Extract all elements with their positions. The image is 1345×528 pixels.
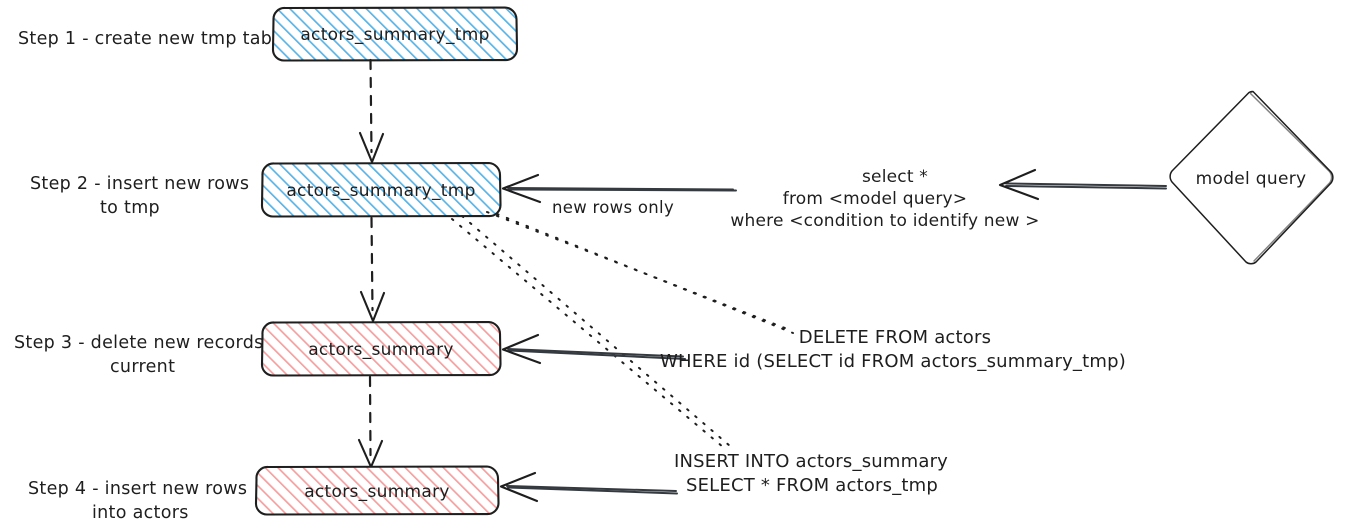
node-tmp-2-outline	[260, 161, 502, 218]
select-query-line-2: from <model query>	[783, 189, 967, 209]
node-model-query[interactable]: model query	[1169, 90, 1334, 265]
step-4-label-line-2: into actors	[92, 503, 189, 523]
step-2-group: Step 2 - insert new rows to tmp actors_s…	[30, 90, 1334, 448]
node-model-query-label: model query	[1196, 169, 1307, 189]
node-tmp-1-label: actors_summary_tmp	[300, 25, 489, 45]
arrow-new-rows-only	[501, 173, 737, 204]
step-1-label: Step 1 - create new tmp table	[18, 29, 288, 49]
node-tmp-2-label: actors_summary_tmp	[286, 181, 475, 201]
step-3-label-line-2: current	[110, 357, 175, 377]
step-1-group: Step 1 - create new tmp table actors_sum…	[18, 6, 519, 164]
select-query-annotation: select * from <model query> where <condi…	[730, 167, 1039, 231]
arrow-step3-to-step4	[357, 375, 384, 469]
select-query-line-3: where <condition to identify new >	[730, 211, 1039, 231]
node-tmp-1-outline	[271, 6, 519, 62]
insert-query-line-2: SELECT * FROM actors_tmp	[686, 475, 938, 496]
arrow-model-query-to-select	[998, 168, 1167, 201]
delete-query-annotation: DELETE FROM actors WHERE id (SELECT id F…	[660, 327, 1126, 372]
step-2-label-line-2: to tmp	[100, 198, 160, 218]
dotted-link-to-delete-query	[486, 211, 794, 334]
step-4-label-line-1: Step 4 - insert new rows	[28, 479, 247, 499]
node-model-query-outline	[1169, 90, 1334, 265]
node-summary-1-label: actors_summary	[308, 340, 454, 360]
node-tmp-1-fill	[273, 8, 517, 60]
node-summary-2[interactable]: actors_summary	[254, 465, 500, 516]
arrow-insert-to-summary	[499, 471, 678, 503]
edge-label-new-rows-only: new rows only	[552, 198, 674, 217]
arrow-step1-to-step2	[358, 58, 385, 164]
node-tmp-2[interactable]: actors_summary_tmp	[260, 161, 502, 218]
node-summary-2-fill	[256, 467, 498, 515]
delete-query-line-1: DELETE FROM actors	[799, 327, 991, 348]
select-query-line-1: select *	[862, 167, 928, 187]
node-summary-2-label: actors_summary	[304, 482, 450, 502]
step-3-label-line-1: Step 3 - delete new records in	[14, 333, 286, 353]
arrow-step2-to-step3	[359, 216, 386, 323]
node-summary-1-outline	[260, 320, 502, 377]
insert-query-annotation: INSERT INTO actors_summary SELECT * FROM…	[674, 451, 948, 496]
step-3-group: Step 3 - delete new records in current a…	[14, 320, 1126, 469]
node-summary-1-fill	[262, 323, 500, 375]
insert-query-line-1: INSERT INTO actors_summary	[674, 451, 948, 472]
node-summary-1[interactable]: actors_summary	[260, 320, 502, 377]
arrow-delete-to-summary	[501, 333, 686, 365]
delete-query-line-2: WHERE id (SELECT id FROM actors_summary_…	[660, 351, 1126, 372]
step-2-label-line-1: Step 2 - insert new rows	[30, 174, 249, 194]
node-tmp-1[interactable]: actors_summary_tmp	[271, 6, 519, 62]
node-tmp-2-fill	[262, 164, 500, 216]
node-model-query-outline-sketch	[1249, 92, 1333, 262]
step-4-group: Step 4 - insert new rows into actors act…	[28, 451, 948, 523]
node-summary-2-outline	[254, 465, 500, 516]
